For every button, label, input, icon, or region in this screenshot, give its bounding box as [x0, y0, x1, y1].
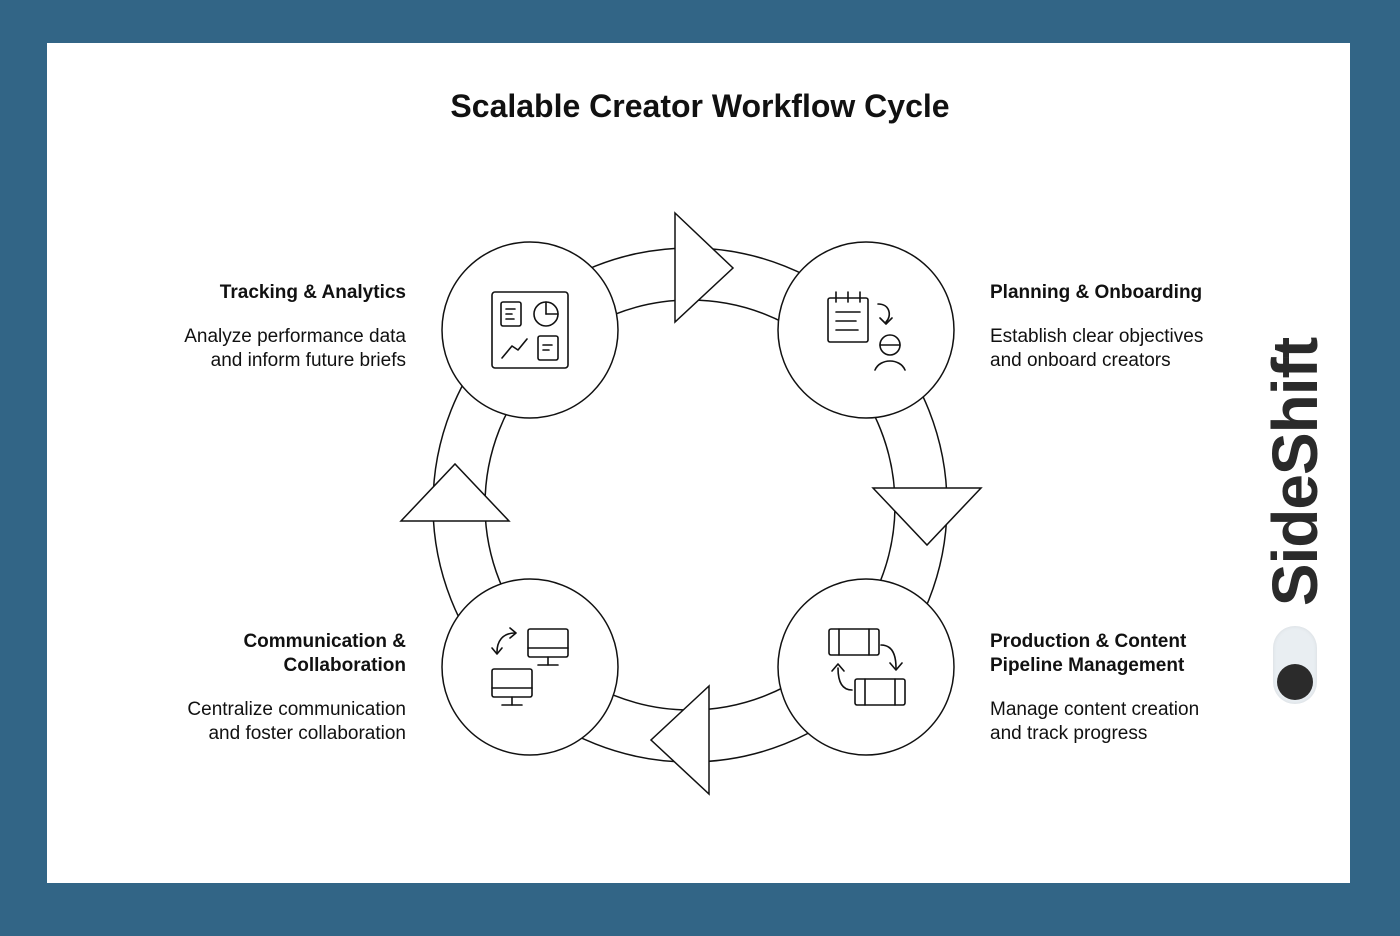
dashboard-icon — [491, 291, 569, 369]
step-description: Centralize communication and foster coll… — [187, 699, 406, 744]
node-communication — [441, 578, 619, 756]
planning-onboarding-icon — [827, 291, 906, 371]
step-production: Production & Content Pipeline Management… — [990, 630, 1199, 746]
step-tracking: Tracking & Analytics Analyze performance… — [184, 281, 406, 373]
monitors-sync-icon — [491, 627, 569, 706]
pipeline-icon — [828, 628, 906, 706]
node-planning — [777, 241, 955, 419]
diagram-title: Scalable Creator Workflow Cycle — [450, 88, 950, 124]
toggle-switch-icon — [1273, 626, 1317, 704]
arrow-bottom — [649, 684, 710, 796]
step-planning: Planning & Onboarding Establish clear ob… — [990, 281, 1203, 373]
step-communication: Communication & Collaboration Centralize… — [187, 630, 406, 746]
step-label: Communication & Collaboration — [243, 631, 406, 676]
step-label: Planning & Onboarding — [990, 282, 1203, 303]
arrow-right — [871, 487, 983, 547]
brand-logo: SideShift — [1259, 337, 1331, 607]
step-description: Establish clear objectives and onboard c… — [990, 326, 1204, 371]
step-description: Analyze performance data and inform futu… — [184, 326, 406, 371]
node-production — [777, 578, 955, 756]
step-label: Production & Content Pipeline Management — [990, 631, 1187, 676]
toggle-knob — [1277, 664, 1313, 700]
step-label: Tracking & Analytics — [219, 282, 406, 303]
node-tracking — [441, 241, 619, 419]
arrow-left — [399, 462, 511, 522]
step-description: Manage content creation and track progre… — [990, 699, 1200, 744]
arrow-top — [674, 211, 735, 324]
